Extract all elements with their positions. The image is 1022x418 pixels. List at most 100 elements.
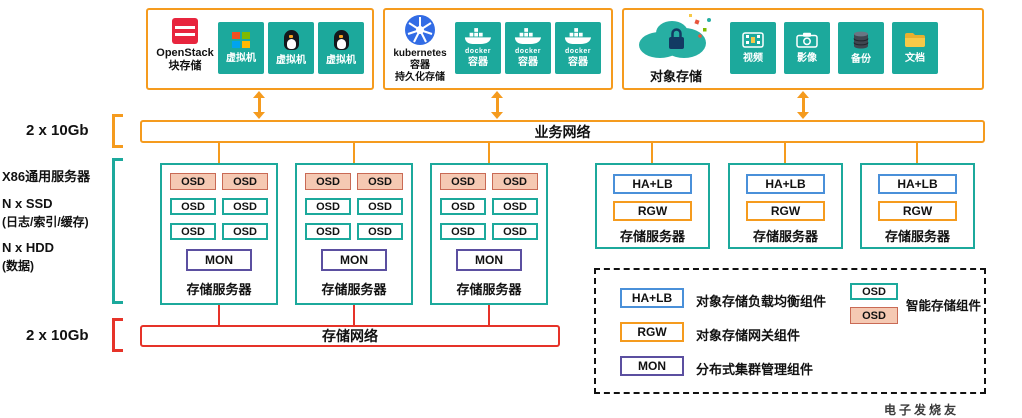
vm-tile: 虚拟机 bbox=[318, 22, 364, 74]
vm-tile: 虚拟机 bbox=[218, 22, 264, 74]
mon-chip: MON bbox=[186, 249, 252, 271]
vm-tile: 虚拟机 bbox=[268, 22, 314, 74]
storage-bandwidth-label: 2 x 10Gb bbox=[26, 327, 89, 344]
vm-tile-label: 虚拟机 bbox=[326, 54, 356, 66]
gateway-server-node: HA+LB RGW 存储服务器 bbox=[728, 163, 843, 249]
arrow-openstack-network bbox=[253, 91, 265, 119]
camera-icon bbox=[796, 32, 818, 48]
gateway-server-label: 存储服务器 bbox=[752, 229, 818, 244]
gateway-server-label: 存储服务器 bbox=[619, 229, 685, 244]
container-tile: docker 容器 bbox=[555, 22, 601, 74]
osd-chip-pink: OSD bbox=[440, 173, 486, 190]
rgw-chip: RGW bbox=[613, 201, 692, 221]
arrow-object-network bbox=[797, 91, 809, 119]
connector-red bbox=[218, 305, 220, 325]
storage-server-node: OSD OSD OSD OSD OSD OSD MON 存储服务器 bbox=[160, 163, 278, 305]
docker-word: docker bbox=[565, 48, 591, 55]
connector bbox=[218, 143, 220, 163]
kubernetes-line2: 容器 bbox=[410, 60, 430, 71]
docker-word: docker bbox=[465, 48, 491, 55]
openstack-name: OpenStack bbox=[156, 47, 214, 59]
osd-chip-teal: OSD bbox=[222, 223, 268, 240]
label-hdd: N x HDD bbox=[2, 240, 55, 255]
business-bandwidth-label: 2 x 10Gb bbox=[26, 122, 89, 139]
mon-chip: MON bbox=[321, 249, 387, 271]
vm-tile-label: 虚拟机 bbox=[276, 54, 306, 66]
osd-chip-teal: OSD bbox=[222, 198, 268, 215]
connector bbox=[488, 143, 490, 163]
label-x86-server: X86通用服务器 bbox=[2, 169, 91, 184]
connector-red bbox=[353, 305, 355, 325]
legend-osd-desc: 智能存储组件 bbox=[906, 299, 982, 313]
vm-tile-label: 虚拟机 bbox=[226, 53, 256, 65]
osd-chip-teal: OSD bbox=[170, 223, 216, 240]
openstack-subtitle: 块存储 bbox=[168, 60, 202, 72]
rgw-chip: RGW bbox=[878, 201, 957, 221]
osd-chip-teal: OSD bbox=[492, 223, 538, 240]
osd-chip-teal: OSD bbox=[305, 198, 351, 215]
object-tile-label: 影像 bbox=[797, 53, 817, 65]
legend: HA+LB 对象存储负载均衡组件 RGW 对象存储网关组件 MON 分布式集群管… bbox=[594, 268, 986, 394]
osd-chip-teal: OSD bbox=[170, 198, 216, 215]
legend-halb-chip: HA+LB bbox=[620, 288, 684, 308]
storage-server-node: OSD OSD OSD OSD OSD OSD MON 存储服务器 bbox=[430, 163, 548, 305]
object-tile-document: 文档 bbox=[892, 22, 938, 74]
storage-server-label: 存储服务器 bbox=[321, 282, 387, 297]
database-icon bbox=[853, 31, 869, 49]
connector bbox=[784, 143, 786, 163]
osd-chip-pink: OSD bbox=[492, 173, 538, 190]
osd-chip-teal: OSD bbox=[492, 198, 538, 215]
label-ssd-sub: (日志/索引/缓存) bbox=[2, 215, 89, 229]
osd-chip-teal: OSD bbox=[357, 223, 403, 240]
openstack-icon bbox=[172, 18, 198, 44]
osd-chip-teal: OSD bbox=[440, 198, 486, 215]
watermark: 电子发烧友 bbox=[884, 401, 1020, 418]
storage-server-node: OSD OSD OSD OSD OSD OSD MON 存储服务器 bbox=[295, 163, 413, 305]
osd-chip-pink: OSD bbox=[357, 173, 403, 190]
film-icon bbox=[742, 31, 764, 48]
object-storage-title: 对象存储 bbox=[649, 69, 702, 84]
object-tile-backup: 备份 bbox=[838, 22, 884, 74]
kubernetes-name: kubernetes bbox=[393, 48, 447, 59]
storage-network-bar: 存储网络 bbox=[140, 325, 560, 347]
docker-whale-icon bbox=[464, 28, 492, 44]
docker-whale-icon bbox=[514, 28, 542, 44]
arrow-kubernetes-network bbox=[491, 91, 503, 119]
object-tile-label: 备份 bbox=[851, 54, 871, 65]
storage-server-label: 存储服务器 bbox=[456, 282, 522, 297]
windows-icon bbox=[232, 31, 250, 48]
connector bbox=[353, 143, 355, 163]
container-tile: docker 容器 bbox=[455, 22, 501, 74]
legend-osd-teal-chip: OSD bbox=[850, 283, 898, 300]
openstack-group: OpenStack 块存储 虚拟机 虚拟机 虚拟机 bbox=[146, 8, 374, 90]
osd-chip-teal: OSD bbox=[305, 223, 351, 240]
container-tile-label: 容器 bbox=[568, 57, 588, 68]
container-tile: docker 容器 bbox=[505, 22, 551, 74]
storage-section-bracket bbox=[112, 158, 123, 304]
folder-icon bbox=[905, 32, 925, 47]
gateway-server-node: HA+LB RGW 存储服务器 bbox=[595, 163, 710, 249]
mon-chip: MON bbox=[456, 249, 522, 271]
connector-red bbox=[488, 305, 490, 325]
legend-halb-desc: 对象存储负载均衡组件 bbox=[696, 294, 827, 309]
legend-mon-chip: MON bbox=[620, 356, 684, 376]
business-bracket bbox=[112, 114, 123, 148]
legend-rgw-desc: 对象存储网关组件 bbox=[696, 328, 801, 343]
label-ssd: N x SSD bbox=[2, 196, 53, 211]
osd-chip-teal: OSD bbox=[440, 223, 486, 240]
openstack-logo-block: OpenStack 块存储 bbox=[154, 18, 216, 73]
business-network-bar: 业务网络 bbox=[140, 120, 985, 143]
cloud-lock-icon bbox=[639, 14, 711, 58]
object-tile-label: 视频 bbox=[743, 53, 763, 65]
linux-penguin-icon bbox=[283, 30, 299, 51]
gateway-server-node: HA+LB RGW 存储服务器 bbox=[860, 163, 975, 249]
kubernetes-group: kubernetes 容器 持久化存储 docker 容器 bbox=[383, 8, 613, 90]
label-hdd-sub: (数据) bbox=[2, 259, 34, 273]
osd-chip-teal: OSD bbox=[357, 198, 403, 215]
kubernetes-logo-block: kubernetes 容器 持久化存储 bbox=[389, 14, 451, 84]
halb-chip: HA+LB bbox=[613, 174, 692, 194]
object-tile-label: 文档 bbox=[905, 53, 925, 65]
osd-chip-pink: OSD bbox=[170, 173, 216, 190]
rgw-chip: RGW bbox=[746, 201, 825, 221]
